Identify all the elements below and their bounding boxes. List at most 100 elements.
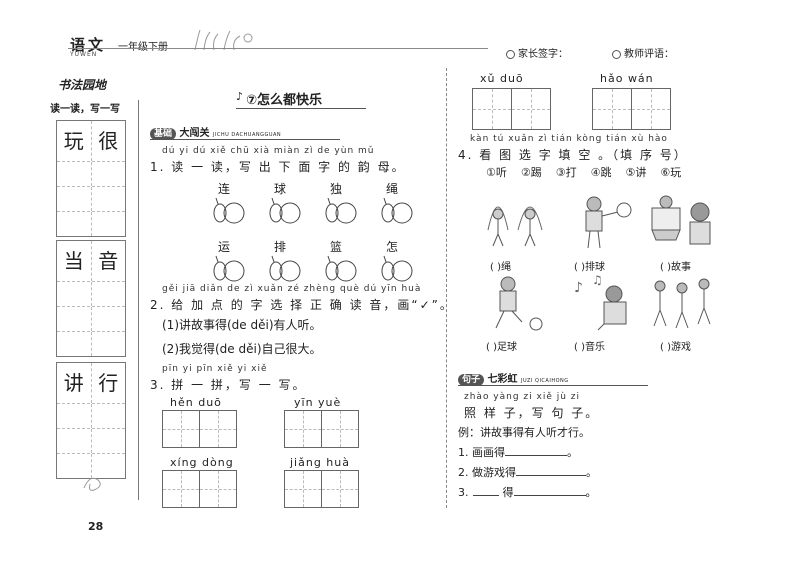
q5-item2: 2. 做游戏得。 — [458, 466, 597, 479]
q5-pinyin: zhào yàng zi xiě jù zi — [464, 392, 581, 402]
section-title: 七彩虹 — [487, 374, 518, 385]
q3-word-pinyin: jiǎng huà — [290, 456, 350, 469]
snail-answer-icon — [325, 255, 357, 282]
football-illustration — [495, 276, 543, 331]
page-number: 28 — [88, 520, 104, 533]
q4-label: ( )足球 — [486, 342, 517, 353]
q1-char: 怎 — [385, 240, 398, 254]
lesson-title: ⑦怎么都快乐 — [246, 93, 323, 108]
volleyball-illustration — [585, 196, 632, 249]
snail-answer-icon — [269, 197, 301, 224]
lesson-title-rule — [236, 108, 366, 109]
model-char: 当 — [57, 241, 92, 281]
q4-options: ①听 ②踢 ③打 ④跳 ⑤讲 ⑥玩 — [486, 164, 681, 180]
storytelling-illustration — [651, 195, 711, 245]
q3-word-pinyin: hěn duō — [170, 396, 222, 409]
snail-answer-icon — [213, 255, 245, 282]
write-box[interactable] — [284, 410, 359, 448]
q4-option: ⑥玩 — [660, 166, 682, 179]
header-rule — [68, 48, 488, 49]
q4-label: ( )故事 — [660, 262, 691, 273]
q4-label: ( )排球 — [574, 262, 605, 273]
section-tag: 句子 — [458, 374, 485, 386]
parent-sign-label: 家长签字： — [506, 45, 568, 60]
q1-char: 球 — [273, 182, 286, 196]
q1-row2: 运 排 篮 怎 — [212, 238, 414, 287]
q5-example: 例：讲故事得有人听才行。 — [458, 426, 590, 439]
svg-text:♪: ♪ — [574, 280, 583, 296]
answer-blank[interactable] — [472, 495, 499, 496]
teacher-comment-label: 教师评语： — [612, 45, 674, 60]
section-banner-basics: 基础 大闯关 JICHU DACHUANGGUAN — [150, 124, 340, 140]
music-illustration: ♪♫ — [574, 273, 627, 331]
q5-item1: 1. 画画得。 — [458, 446, 578, 459]
section-pinyin: JUZI QICAIHONG — [520, 378, 569, 384]
q1-char: 排 — [273, 240, 286, 254]
svg-text:♫: ♫ — [592, 273, 603, 287]
q1-row1: 连 球 独 绳 — [212, 180, 414, 229]
q1-char: 篮 — [329, 240, 342, 254]
q3-word-pinyin: xíng dòng — [170, 456, 234, 469]
char-practice-grid: 当音 — [56, 240, 126, 357]
calligraphy-badge: 书法园地 — [58, 78, 107, 92]
q1-char: 绳 — [385, 182, 398, 196]
model-char: 音 — [98, 249, 119, 273]
q2-item2: (2)我觉得(de děi)自己很大。 — [162, 342, 322, 356]
q4-option: ④跳 — [590, 166, 612, 179]
write-box[interactable] — [284, 470, 359, 508]
q4-label: ( )绳 — [490, 262, 511, 273]
model-char: 讲 — [57, 363, 92, 403]
q4-option: ①听 — [486, 166, 507, 179]
grass-decoration — [190, 28, 270, 54]
grade-label: 一年级下册 — [118, 38, 168, 53]
subject-title: 语文 — [70, 36, 107, 54]
answer-blank[interactable] — [505, 455, 567, 456]
q4-option: ③打 — [555, 166, 577, 179]
q2-pinyin: gěi jiā diǎn de zì xuǎn zé zhèng què dú … — [162, 284, 422, 294]
q4-text: 4. 看 图 选 字 填 空 。（填 序 号） — [458, 148, 688, 162]
q1-char: 独 — [329, 182, 342, 196]
char-practice-grid: 讲行 — [56, 362, 126, 479]
q4-pinyin: kàn tú xuǎn zì tián kòng tián xù hào — [470, 134, 668, 144]
q2-item1: (1)讲故事得(de děi)有人听。 — [162, 318, 322, 332]
sidebar-divider — [138, 100, 139, 500]
answer-blank[interactable] — [516, 475, 586, 476]
q1-char: 运 — [217, 240, 230, 254]
page-center-divider — [446, 68, 447, 508]
game-illustration — [653, 278, 711, 329]
q4-option: ⑤讲 — [625, 166, 647, 179]
section-pinyin: JICHU DACHUANGGUAN — [212, 132, 282, 138]
subject-pinyin: YUWEN — [70, 51, 98, 58]
snail-answer-icon — [381, 197, 413, 224]
q3-text: 3. 拼 一 拼，写 一 写。 — [150, 378, 307, 392]
char-practice-grid: 玩很 — [56, 120, 126, 237]
swirl-decoration — [80, 470, 110, 498]
answer-blank[interactable] — [513, 495, 586, 496]
write-box[interactable] — [592, 88, 671, 130]
snail-answer-icon — [213, 197, 245, 224]
jump-rope-illustration — [487, 206, 543, 247]
write-box[interactable] — [472, 88, 551, 130]
section-banner-sentences: 句子 七彩虹 JUZI QICAIHONG — [458, 370, 648, 386]
model-char: 很 — [98, 129, 119, 153]
write-box[interactable] — [162, 410, 237, 448]
q4-option: ②踢 — [520, 166, 542, 179]
top-word-pinyin: xǔ duō — [480, 72, 524, 85]
music-note-icon: ♪ — [236, 90, 244, 103]
snail-answer-icon — [325, 197, 357, 224]
write-box[interactable] — [162, 470, 237, 508]
q3-word-pinyin: yīn yuè — [294, 396, 342, 409]
q4-label: ( )游戏 — [660, 342, 691, 353]
top-word-pinyin: hǎo wán — [600, 72, 654, 85]
q1-text: 1. 读 一 读，写 出 下 面 字 的 韵 母。 — [150, 160, 406, 174]
model-char: 玩 — [57, 121, 92, 161]
q3-pinyin: pīn yi pīn xiě yi xiě — [162, 364, 268, 374]
section-title: 大闯关 — [179, 128, 210, 139]
model-char: 行 — [98, 371, 119, 395]
q2-text: 2. 给 加 点 的 字 选 择 正 确 读 音，画“✓”。 — [150, 298, 454, 312]
snail-answer-icon — [381, 255, 413, 282]
q5-item3: 3.得。 — [458, 486, 597, 499]
read-write-subtitle: 读一读，写一写 — [50, 104, 120, 115]
section-tag: 基础 — [150, 128, 177, 140]
q4-label: ( )音乐 — [574, 342, 605, 353]
